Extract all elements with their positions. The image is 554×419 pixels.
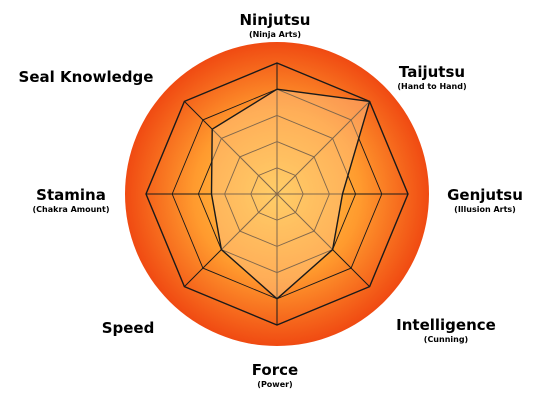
axis-label-ninjutsu: Ninjutsu (240, 11, 311, 29)
axis-sublabel-genjutsu: (Illusion Arts) (454, 205, 516, 214)
axis-label-genjutsu: Genjutsu (447, 186, 523, 204)
axis-label-force: Force (252, 361, 298, 379)
grid-spoke-6 (184, 193, 278, 287)
axis-label-stamina: Stamina (36, 186, 106, 204)
axis-sublabel-stamina: (Chakra Amount) (33, 205, 110, 214)
grid-spoke-4 (276, 193, 370, 287)
grid-spoke-8 (184, 101, 278, 195)
axis-label-seal-knowledge: Seal Knowledge (19, 68, 154, 86)
axis-sublabel-intelligence: (Cunning) (424, 335, 468, 344)
axis-sublabel-force: (Power) (257, 380, 292, 389)
axis-sublabel-taijutsu: (Hand to Hand) (397, 82, 466, 91)
axis-label-intelligence: Intelligence (396, 316, 496, 334)
stat-area (210, 88, 371, 300)
axis-sublabel-ninjutsu: (Ninja Arts) (249, 30, 301, 39)
axis-label-speed: Speed (102, 319, 155, 337)
axis-label-taijutsu: Taijutsu (399, 63, 465, 81)
axis-labels: Ninjutsu(Ninja Arts) Taijutsu(Hand to Han… (19, 11, 523, 389)
grid-spoke-2 (276, 101, 370, 195)
